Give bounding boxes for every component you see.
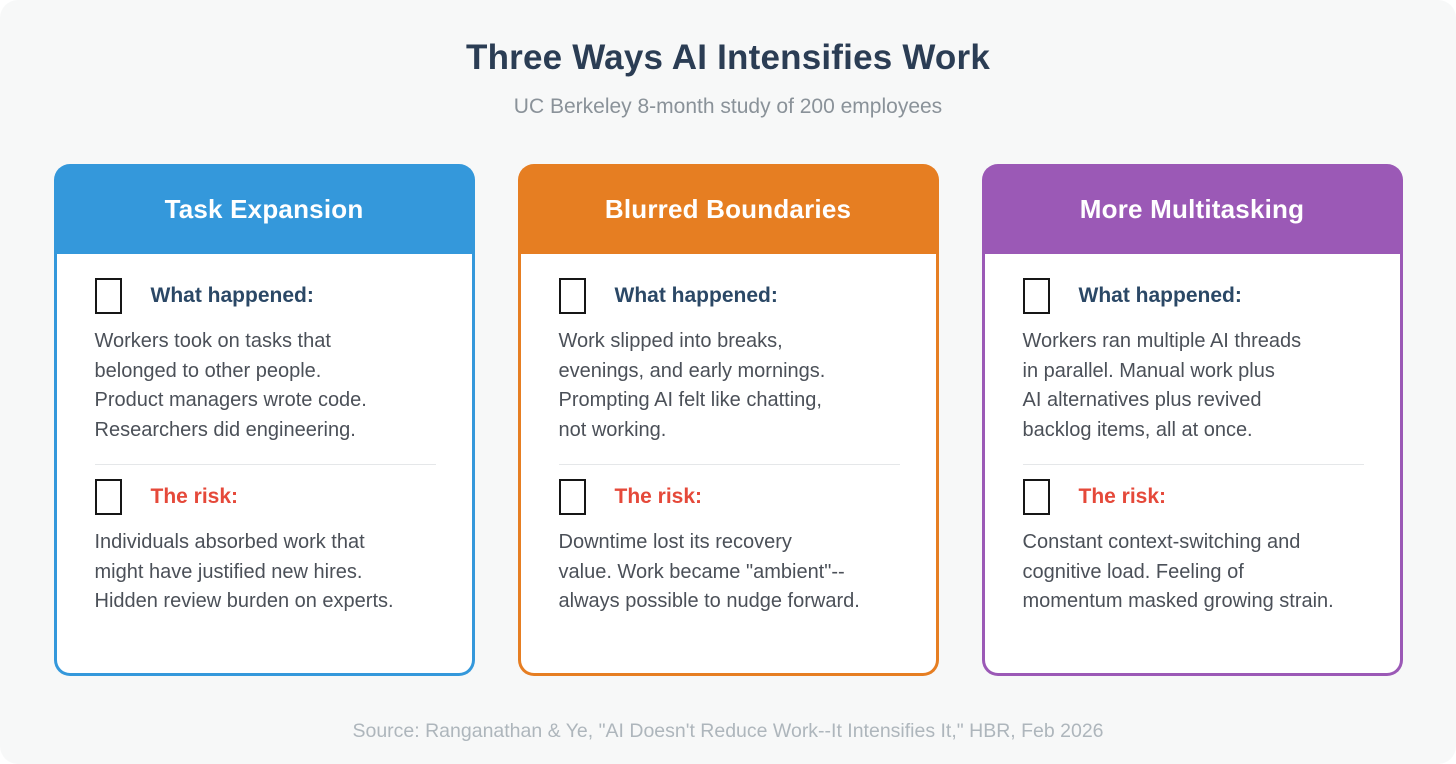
what-happened-heading: What happened:: [558, 278, 900, 314]
what-happened-heading: What happened:: [94, 278, 436, 314]
card-body: What happened: Workers took on tasks tha…: [53, 254, 475, 676]
section-divider: [1022, 464, 1364, 465]
card-body: What happened: Work slipped into breaks,…: [517, 254, 939, 676]
risk-heading: The risk:: [94, 479, 436, 515]
missing-glyph-box-icon: [558, 278, 586, 314]
risk-heading: The risk:: [1022, 479, 1364, 515]
risk-label: The risk:: [1078, 485, 1167, 508]
page-title: Three Ways AI Intensifies Work: [465, 38, 990, 77]
card-task-expansion: Task Expansion What happened: Workers to…: [53, 164, 475, 676]
what-happened-text: Workers took on tasks that belonged to o…: [94, 330, 367, 441]
what-happened-label: What happened:: [150, 284, 314, 307]
what-happened-text: Work slipped into breaks, evenings, and …: [558, 330, 826, 441]
risk-label: The risk:: [150, 485, 239, 508]
page-subtitle: UC Berkeley 8-month study of 200 employe…: [513, 95, 943, 118]
missing-glyph-box-icon: [94, 479, 122, 515]
missing-glyph-box-icon: [1022, 278, 1050, 314]
card-body: What happened: Workers ran multiple AI t…: [981, 254, 1403, 676]
what-happened-label: What happened:: [614, 284, 778, 307]
card-header: Blurred Boundaries: [517, 164, 939, 254]
card-header: More Multitasking: [981, 164, 1403, 254]
what-happened-text: Workers ran multiple AI threads in paral…: [1022, 330, 1302, 441]
risk-heading: The risk:: [558, 479, 900, 515]
card-blurred-boundaries: Blurred Boundaries What happened: Work s…: [517, 164, 939, 676]
card-header: Task Expansion: [53, 164, 475, 254]
cards-row: Task Expansion What happened: Workers to…: [0, 164, 1456, 676]
page-header: Three Ways AI Intensifies Work UC Berkel…: [0, 0, 1456, 119]
what-happened-label: What happened:: [1078, 284, 1242, 307]
missing-glyph-box-icon: [94, 278, 122, 314]
missing-glyph-box-icon: [1022, 479, 1050, 515]
card-title: Task Expansion: [164, 193, 364, 224]
section-divider: [558, 464, 900, 465]
missing-glyph-box-icon: [558, 479, 586, 515]
card-title: More Multitasking: [1079, 193, 1305, 224]
what-happened-heading: What happened:: [1022, 278, 1364, 314]
source-attribution: Source: Ranganathan & Ye, "AI Doesn't Re…: [352, 720, 1104, 742]
risk-label: The risk:: [614, 485, 703, 508]
section-divider: [94, 464, 436, 465]
card-more-multitasking: More Multitasking What happened: Workers…: [981, 164, 1403, 676]
risk-text: Downtime lost its recovery value. Work b…: [558, 531, 860, 612]
risk-text: Individuals absorbed work that might hav…: [94, 531, 394, 612]
risk-text: Constant context-switching and cognitive…: [1022, 531, 1334, 612]
card-title: Blurred Boundaries: [604, 193, 852, 224]
